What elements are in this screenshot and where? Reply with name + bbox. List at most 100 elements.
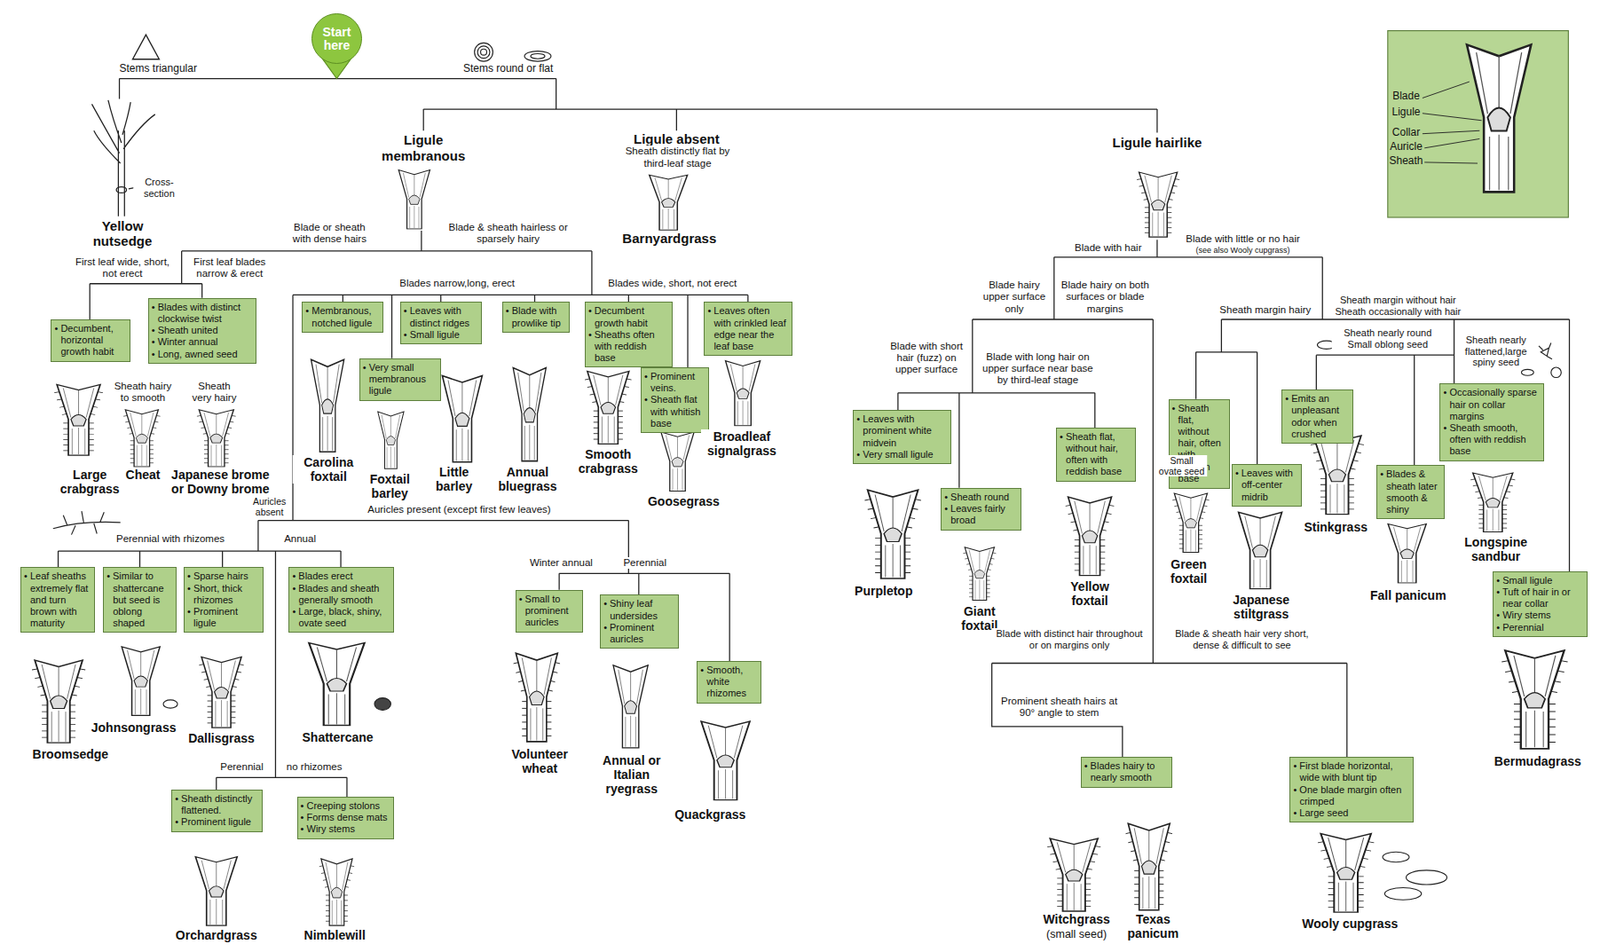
species-name: Witchgrass <box>1040 912 1112 927</box>
clue-text: • Leaf sheaths extremely flat and turn b… <box>23 570 92 630</box>
flat-stem-icon <box>524 51 552 62</box>
clue-text: • Winter annual <box>151 336 253 348</box>
clue-text: • Shiny leaf undersides <box>603 598 676 622</box>
clue-box: • Small ligule• Tuft of hair in or near … <box>1492 571 1588 638</box>
species-name: Shattercane <box>300 730 376 745</box>
clue-text: • Sheath flat with whitish base <box>644 394 706 430</box>
branch-label: First leaf blades narrow & erect <box>183 256 276 280</box>
part-name: Collar <box>1390 126 1422 140</box>
branch-label: Blade hairy on both surfaces or blade ma… <box>1057 279 1152 316</box>
triangle-stem-icon <box>132 34 159 60</box>
clue-text: • Wiry stems <box>300 823 391 836</box>
branch-label: Sheath distinctly flat by third-leaf sta… <box>618 145 736 169</box>
species-name: Carolina foxtail <box>292 455 364 484</box>
clue-text: • Leaves fairly broad <box>944 503 1018 527</box>
clue-text: • One blade margin often crimped <box>1292 784 1410 808</box>
species-name: Fall panicum <box>1368 588 1449 603</box>
clue-box: • Leaf sheaths extremely flat and turn b… <box>20 567 95 633</box>
species-name: Annual or Italian ryegrass <box>591 753 673 797</box>
branch-label: Blade with short hair (fuzz) on upper su… <box>884 340 969 377</box>
species-name: Green foxtail <box>1158 557 1220 586</box>
species-name: Dallisgrass <box>186 731 257 746</box>
grass-sketch <box>512 367 546 461</box>
clue-box: • Smooth, white rhizomes <box>696 661 761 704</box>
start-circle: Start here <box>311 13 363 64</box>
clue-text: • Creeping stolons <box>300 800 391 812</box>
species-name: Nimblewill <box>302 928 368 943</box>
clue-box: • Decumbent growth habit• Sheaths often … <box>584 301 673 368</box>
stem-ring <box>474 42 494 62</box>
part-name: Blade <box>1390 90 1422 103</box>
clue-text: • Prominent ligule <box>174 816 259 828</box>
clue-text: • Prominent auricles <box>603 622 676 646</box>
branch-label: Blades wide, short, not erect <box>606 277 739 290</box>
clue-text: • Short, thick rhizomes <box>187 583 261 607</box>
clue-text: • Blades and sheath generally smooth <box>291 583 390 607</box>
branch-label: no rhizomes <box>284 761 345 773</box>
species-name: Stinkgrass <box>1301 520 1370 535</box>
grass-sketch <box>613 665 648 749</box>
branch-label: Perennial <box>621 557 669 569</box>
branch-label: Sheath nearly round Small oblong seed <box>1332 327 1444 350</box>
branch-label: Perennial with rhizomes <box>114 533 227 545</box>
clue-box: • Leaves with distinct ridges• Small lig… <box>400 301 482 345</box>
branch-label: Blade with long hair on upper surface ne… <box>977 351 1099 387</box>
branch-label: Sheath margin without hair Sheath occasi… <box>1326 294 1470 317</box>
clue-text: • Sheath smooth, often with reddish base <box>1442 422 1540 458</box>
grass-sketch <box>1047 838 1101 912</box>
clue-box: • Small to prominent auricles <box>515 590 584 633</box>
species-name: Texas panicum <box>1122 912 1184 941</box>
clue-text: • Sparse hairs <box>187 570 261 583</box>
clue-box: • Similar to shattercane but seed is obl… <box>102 567 177 633</box>
stem-ring <box>480 48 488 56</box>
flat-stem-icon <box>530 53 545 59</box>
grass-sketch <box>725 361 761 426</box>
clue-text: • Wiry stems <box>1496 609 1585 622</box>
tree-lines <box>58 78 1570 798</box>
grass-sketch <box>31 660 86 743</box>
clue-text: • Decumbent growth habit <box>588 305 670 329</box>
clue-text: • Decumbent, horizontal growth habit <box>54 323 127 359</box>
clue-text: • Prominent ligule <box>187 606 261 630</box>
clue-text: • Sheath distinctly flattened. <box>174 793 259 817</box>
clue-text: • Occasionally sparse hair on collar mar… <box>1442 386 1540 423</box>
grass-sketch <box>123 409 161 467</box>
leader-line <box>1422 81 1482 164</box>
clue-box: • Leaves often with crinkled leaf edge n… <box>703 301 793 356</box>
branch-label: (small seed) <box>1044 928 1109 941</box>
clue-text: • Leaves with off-center midrib <box>1235 467 1299 504</box>
stem-ring <box>477 46 490 59</box>
clue-text: • Very small ligule <box>856 449 947 461</box>
grass-sketch <box>1387 524 1427 584</box>
seed <box>1521 369 1534 376</box>
branch-label: Cross- section <box>133 176 185 199</box>
branch-label: Stems round or flat <box>461 63 555 76</box>
grass-sketch <box>198 656 244 728</box>
clue-text: • Leaves with distinct ridges <box>403 305 479 329</box>
clue-text: • First blade horizontal, wide with blun… <box>1292 760 1410 784</box>
branch-label: Winter annual <box>528 557 595 569</box>
clue-text: • Prominent veins. <box>644 370 706 395</box>
clue-box: • Blades with distinct clockwise twist• … <box>148 298 257 364</box>
grass-sketch <box>308 643 365 726</box>
grass-sketch <box>195 857 237 926</box>
branch-label: Annual <box>282 533 318 545</box>
clue-box: • Sheath distinctly flattened.• Prominen… <box>171 789 262 833</box>
clue-text: • Very small membranous ligule <box>362 362 438 398</box>
species-name: Annual bluegrass <box>491 465 563 494</box>
branch-label: Auricles present (except first few leave… <box>365 504 552 516</box>
seeds <box>163 340 1561 900</box>
illustrations <box>31 170 1568 927</box>
clue-text: • Emits an unpleasant odor when crushed <box>1284 393 1349 441</box>
grass-sketch <box>1310 435 1364 515</box>
branch-label: Stems triangular <box>118 63 199 76</box>
clue-text: • Leaves often with crinkled leaf edge n… <box>707 305 789 353</box>
clue-text: • Blade with prowlike tip <box>505 305 567 329</box>
grass-sketch <box>1501 650 1568 749</box>
branch-label: Blade or sheath with dense hairs <box>283 221 376 245</box>
clue-text: • Sheath united <box>151 324 253 337</box>
inset <box>1387 31 1569 218</box>
branch-label: Sheath nearly flattened,large spiny seed <box>1461 334 1531 369</box>
clue-text: • Small to prominent auricles <box>519 593 580 630</box>
clue-text: • Blades with distinct clockwise twist <box>151 301 253 325</box>
